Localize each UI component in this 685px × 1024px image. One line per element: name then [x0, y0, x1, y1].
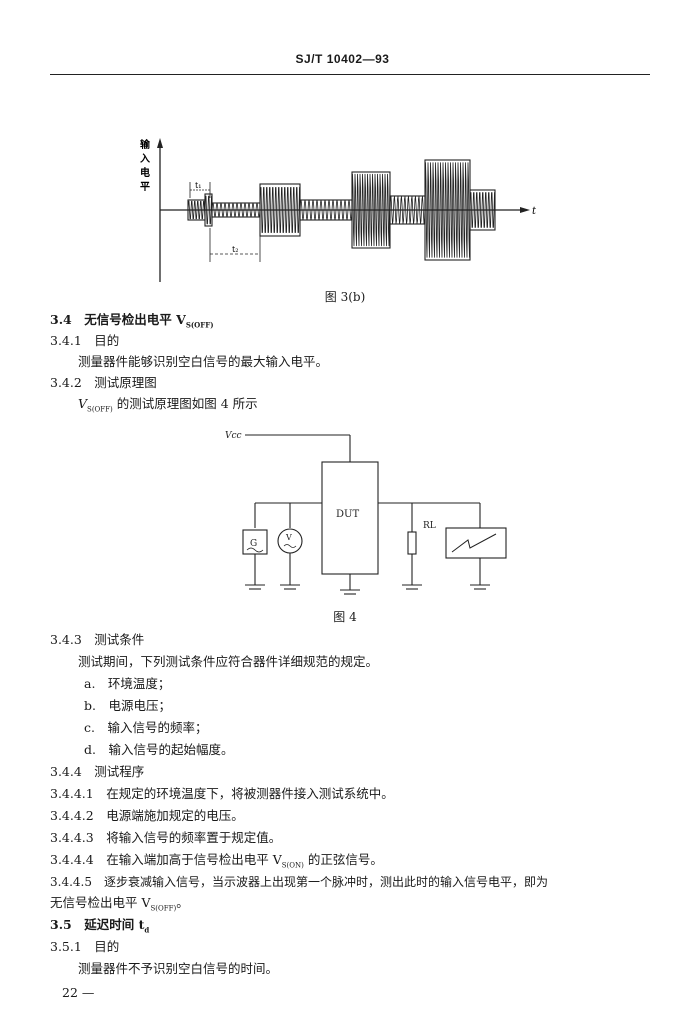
- fig3b-burst-8: [424, 162, 471, 258]
- fig4-voltmeter-label: V: [285, 533, 292, 542]
- fig3b-burst-6: [351, 173, 391, 247]
- fig3b-t1-label: t₁: [195, 181, 201, 190]
- section-3-4-3-heading: 3.4.3 测试条件: [50, 632, 145, 647]
- page-number: 22 —: [62, 985, 95, 1000]
- figure-3b: 输 入 电 平 t t₁ t₂: [140, 138, 537, 282]
- header-rule: [50, 74, 650, 75]
- svg-text:平: 平: [140, 181, 150, 193]
- fig3b-burst-1: [187, 200, 206, 220]
- figure-3b-caption: 图 3(b): [324, 290, 366, 304]
- step-3-4-4-4: 3.4.4.4 在输入端加高于信号检出电平 VS(ON) 的正弦信号。: [50, 852, 383, 870]
- section-3-5-1-body: 测量器件不予识别空白信号的时间。: [78, 961, 279, 976]
- fig3b-burst-9: [469, 192, 495, 228]
- fig3b-signal-bursts: [187, 159, 496, 261]
- fig3b-y-axis-label: 输 入 电 平: [140, 138, 151, 193]
- step-3-4-4-1: 3.4.4.1 在规定的环境温度下，将被测器件接入测试系统中。: [50, 786, 394, 801]
- condition-d: d. 输入信号的起始幅度。: [84, 742, 234, 757]
- step-3-4-4-2: 3.4.4.2 电源端施加规定的电压。: [50, 808, 244, 823]
- figure-4-caption: 图 4: [333, 610, 357, 624]
- fig3b-burst-2: [204, 195, 212, 225]
- step-3-4-4-3: 3.4.4.3 将输入信号的频率置于规定值。: [50, 830, 282, 845]
- section-3-4-3-body: 测试期间，下列测试条件应符合器件详细规范的规定。: [78, 654, 379, 669]
- fig3b-burst-envelope-9: [469, 189, 496, 231]
- section-3-4-1-body: 测量器件能够识别空白信号的最大输入电平。: [78, 354, 329, 369]
- figure-4: Vcc DUT G V RL: [225, 431, 507, 595]
- fig3b-burst-4: [259, 187, 300, 233]
- fig3b-t2-label: t₂: [232, 245, 238, 254]
- svg-text:电: 电: [140, 166, 150, 179]
- section-3-4-2-body: VS(OFF) 的测试原理图如图 4 所示: [78, 396, 258, 414]
- fig4-load-resistor: [407, 531, 417, 555]
- fig4-rl-label: RL: [423, 521, 436, 531]
- section-3-5-heading: 3.5 延迟时间 td: [50, 917, 150, 935]
- section-3-4-1-heading: 3.4.1 目的: [50, 333, 120, 348]
- svg-text:入: 入: [140, 153, 150, 165]
- condition-b: b. 电源电压；: [84, 698, 171, 713]
- fig4-vcc-label: Vcc: [225, 431, 242, 441]
- section-3-4-2-heading: 3.4.2 测试原理图: [50, 375, 157, 390]
- fig3b-burst-7: [389, 196, 426, 224]
- fig3b-y-arrow: [157, 138, 163, 148]
- section-3-4-4-heading: 3.4.4 测试程序: [50, 764, 145, 779]
- fig4-dut-label: DUT: [336, 509, 359, 520]
- fig3b-t-label: t: [532, 206, 537, 217]
- condition-c: c. 输入信号的频率；: [84, 720, 208, 735]
- section-3-4-heading-subscript: S(OFF): [185, 320, 214, 330]
- fig4-oscilloscope: [445, 527, 507, 559]
- fig3b-burst-5: [299, 199, 353, 221]
- step-3-4-4-5-line2: 无信号检出电平 VS(OFF)。: [50, 895, 189, 913]
- page-header-title: SJ/T 10402—93: [295, 52, 390, 66]
- fig4-generator-label: G: [250, 539, 257, 549]
- fig3b-t-arrow: [520, 207, 530, 213]
- section-3-5-1-heading: 3.5.1 目的: [50, 939, 120, 954]
- condition-a: a. 环境温度；: [84, 676, 171, 691]
- step-3-4-4-5-line1: 3.4.4.5 逐步衰减输入信号，当示波器上出现第一个脉冲时，测出此时的输入信号…: [50, 875, 548, 889]
- fig3b-burst-3: [211, 202, 261, 218]
- section-3-4-heading: 3.4 无信号检出电平 VS(OFF): [50, 312, 214, 330]
- svg-text:输: 输: [140, 138, 151, 151]
